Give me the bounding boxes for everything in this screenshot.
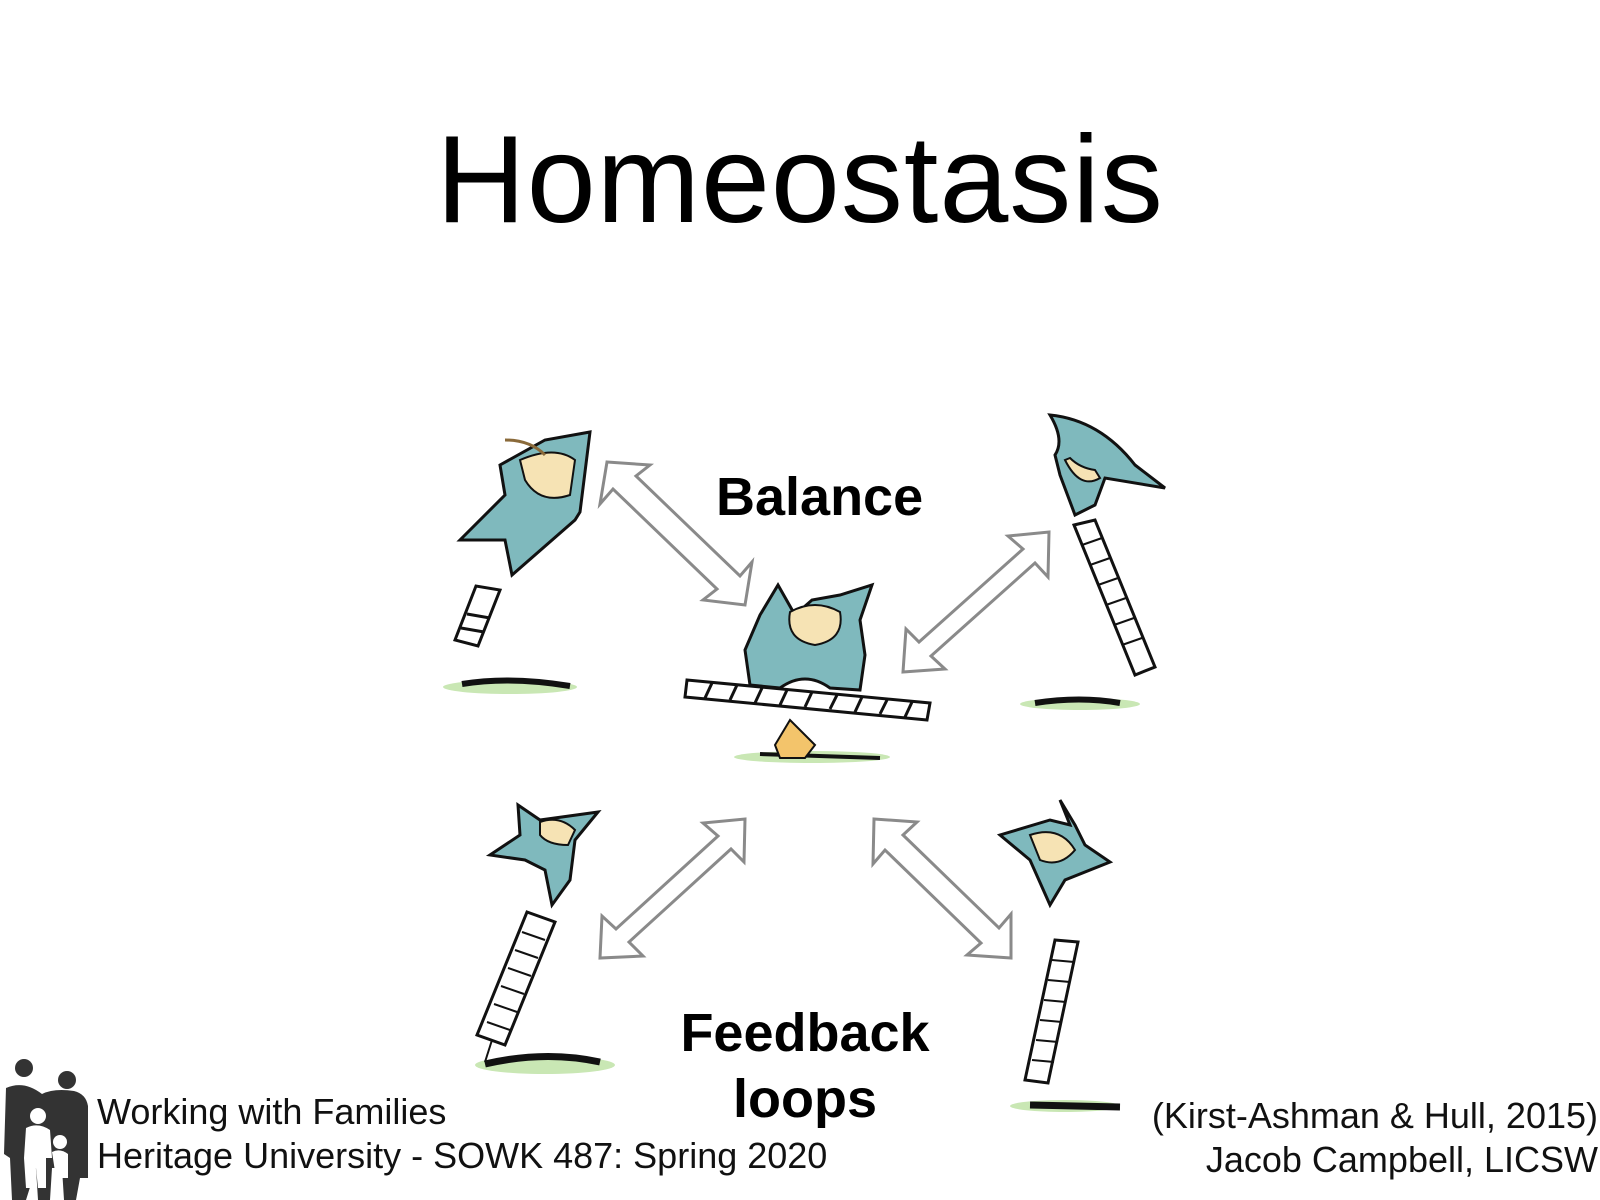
- falling-figure-icon: [452, 430, 592, 648]
- balanced-figure-icon: [683, 582, 932, 759]
- course-info: Heritage University - SOWK 487: Spring 2…: [97, 1135, 828, 1176]
- family-logo-icon: [4, 1059, 88, 1200]
- falling-figure-icon: [1047, 413, 1166, 677]
- feedback-loops-label: Feedback loops: [640, 1000, 970, 1132]
- falling-figure-icon: [996, 799, 1114, 1085]
- balance-label: Balance: [716, 467, 924, 527]
- falling-figure-icon: [475, 802, 602, 1063]
- author: Jacob Campbell, LICSW: [1205, 1139, 1598, 1180]
- course-name: Working with Families: [97, 1091, 447, 1132]
- slide-title: Homeostasis: [436, 111, 1164, 249]
- feedback-label-line1: Feedback: [680, 1003, 930, 1063]
- course-footer: Working with Families Heritage Universit…: [97, 1090, 827, 1178]
- double-arrow-icon: [597, 460, 1051, 960]
- citation: (Kirst-Ashman & Hull, 2015): [1151, 1095, 1598, 1136]
- feedback-label-line2: loops: [733, 1069, 877, 1129]
- ground-shadow-icon: [443, 677, 1140, 1112]
- citation-footer: (Kirst-Ashman & Hull, 2015) Jacob Campbe…: [1152, 1094, 1598, 1182]
